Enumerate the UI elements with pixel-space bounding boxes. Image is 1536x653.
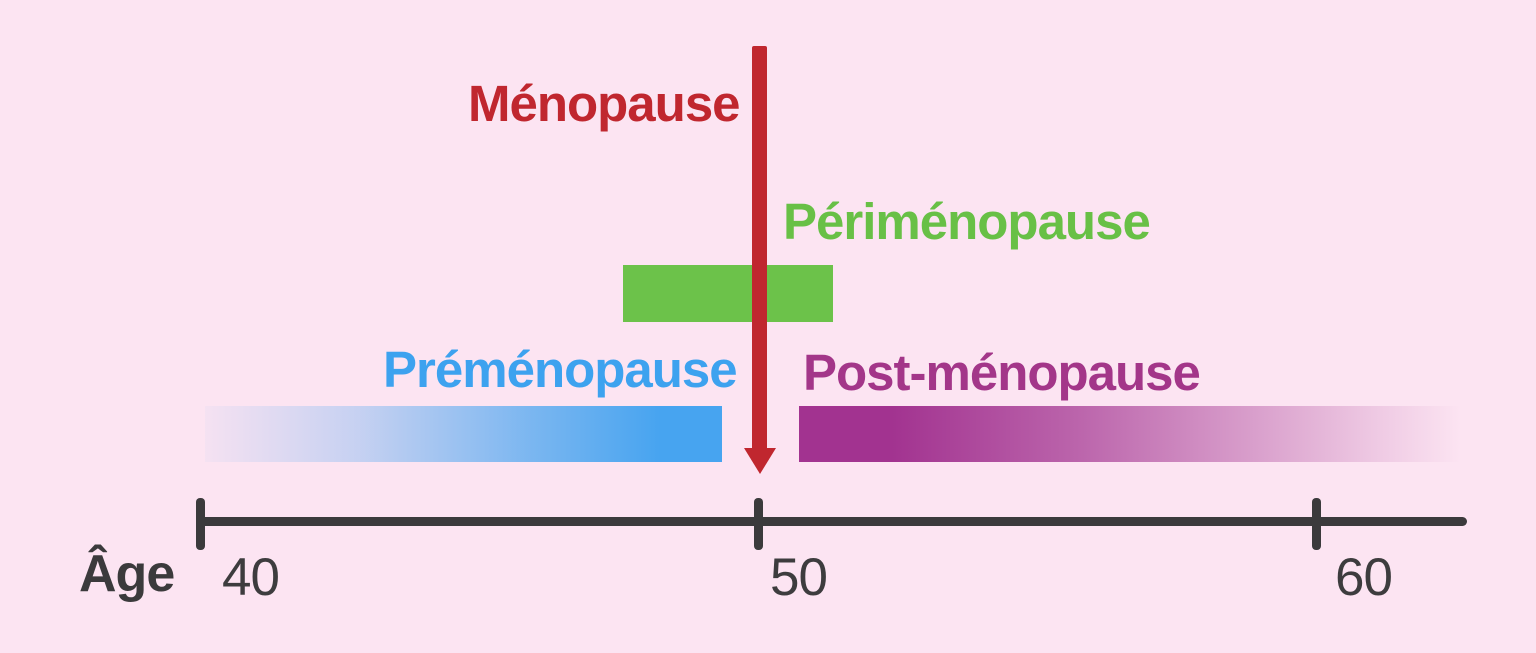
postmenopause-bar	[799, 406, 1461, 462]
axis-tick-50	[754, 498, 763, 550]
age-axis-title: Âge	[79, 545, 175, 603]
axis-tick-label-50: 50	[770, 548, 828, 607]
perimenopause-label: Périménopause	[783, 193, 1151, 250]
axis-tick-label-40: 40	[222, 548, 280, 607]
axis-tick-label-60: 60	[1335, 548, 1393, 607]
age-axis-line	[197, 517, 1467, 526]
arrow-shaft	[752, 46, 767, 450]
premenopause-label: Préménopause	[383, 341, 738, 398]
axis-tick-40	[196, 498, 205, 550]
axis-tick-60	[1312, 498, 1321, 550]
perimenopause-bar	[623, 265, 833, 322]
menopause-down-arrow-icon	[744, 46, 776, 474]
arrow-head	[744, 448, 776, 474]
premenopause-bar	[205, 406, 722, 462]
menopause-label: Ménopause	[468, 75, 741, 132]
postmenopause-label: Post-ménopause	[803, 344, 1201, 401]
